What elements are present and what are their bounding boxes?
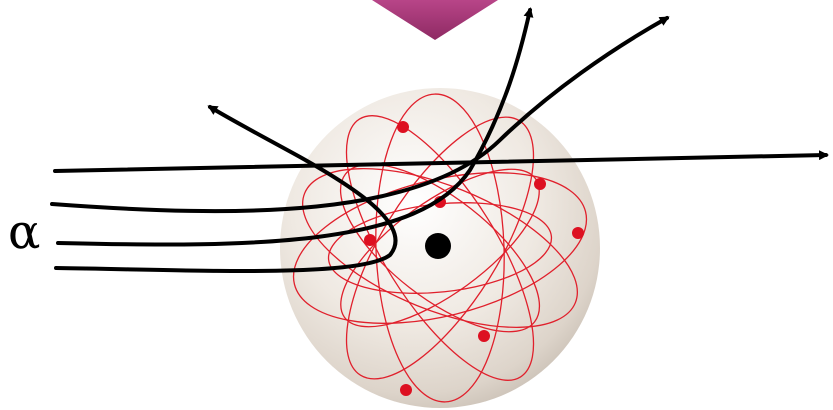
atom bbox=[278, 88, 602, 408]
nucleus-icon bbox=[425, 233, 451, 259]
diamond-shape bbox=[372, 0, 498, 40]
electron-icon bbox=[534, 178, 546, 190]
electron-icon bbox=[478, 330, 490, 342]
electron-icon bbox=[364, 234, 376, 246]
electron-icon bbox=[400, 384, 412, 396]
electron-icon bbox=[397, 121, 409, 133]
electron-icon bbox=[572, 227, 584, 239]
alpha-particle-label: α bbox=[8, 208, 40, 256]
